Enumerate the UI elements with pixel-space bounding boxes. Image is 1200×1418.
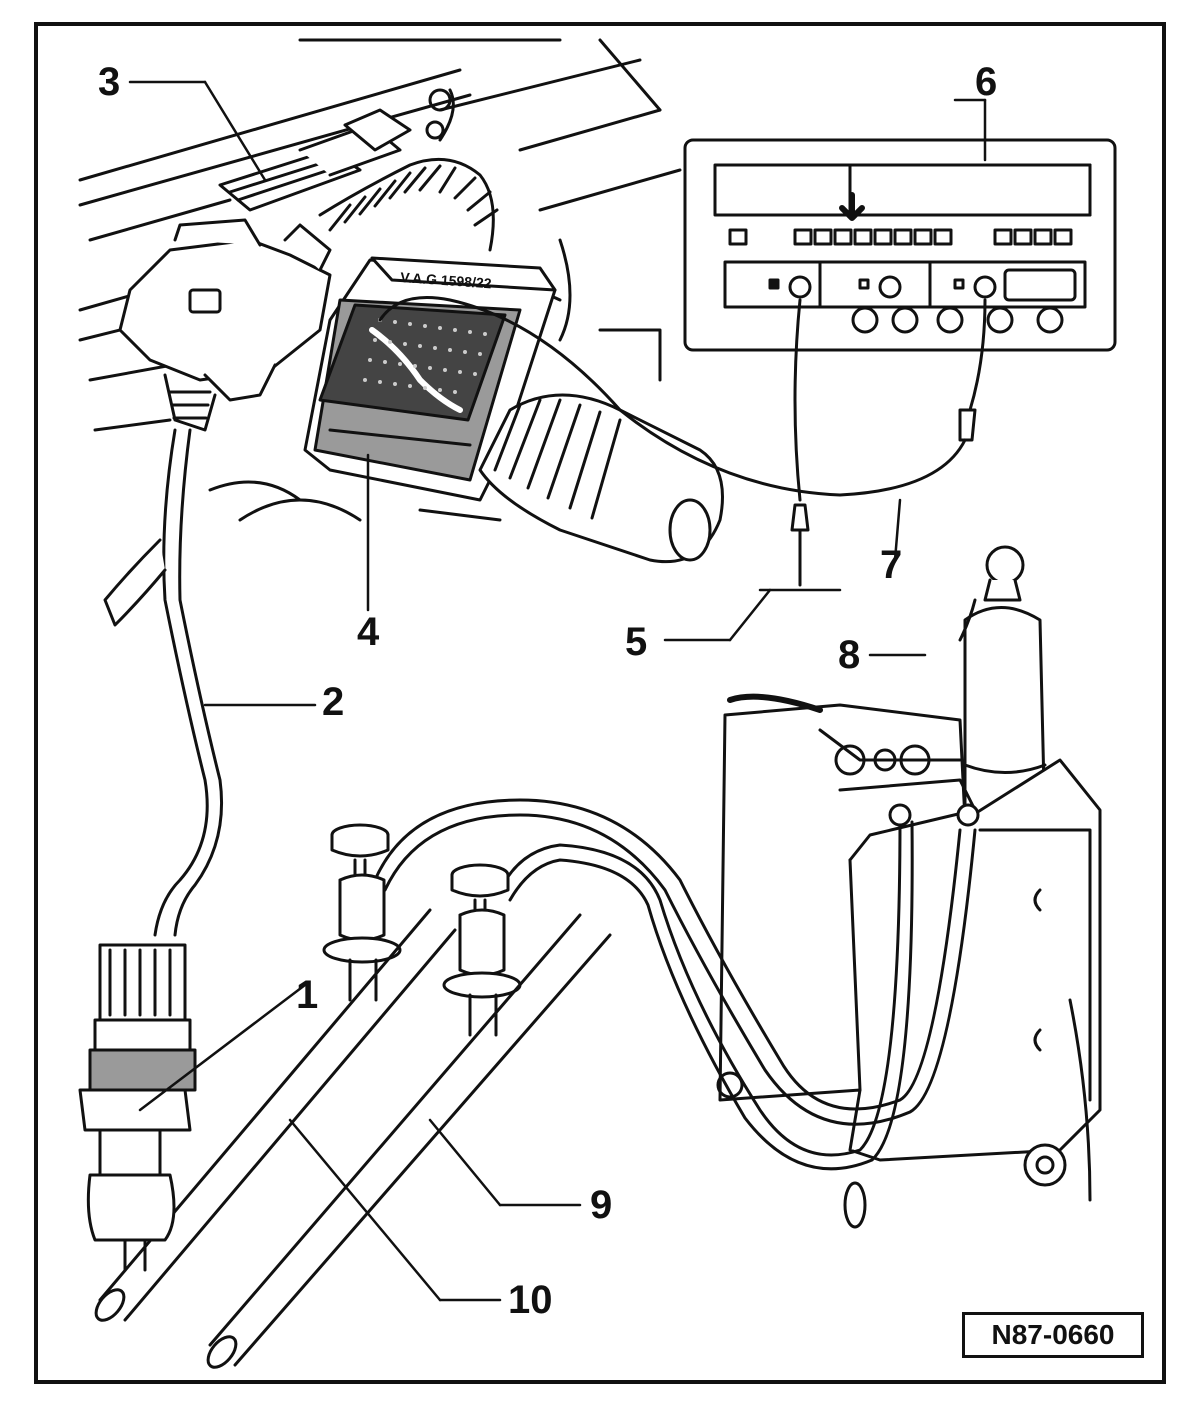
- callout-10: 10: [508, 1278, 553, 1322]
- connecting-cable: [103, 428, 224, 937]
- service-valves: [322, 823, 522, 1037]
- callout-6: 6: [975, 60, 998, 104]
- callout-5: 5: [625, 620, 648, 664]
- corrugated-harness: [318, 88, 499, 252]
- connector-plug: [118, 218, 332, 432]
- callout-8: 8: [838, 633, 861, 677]
- callout-1: 1: [296, 973, 319, 1017]
- tester-keypad: [728, 228, 1073, 246]
- pressure-sender: [78, 943, 197, 1272]
- arrow-down-icon: [839, 192, 865, 221]
- adapter-grille: [363, 318, 487, 394]
- adapter-label: V.A.G 1598/22: [400, 269, 492, 291]
- charging-hoses: [373, 798, 980, 1171]
- callout-9: 9: [590, 1183, 613, 1227]
- air-intake-hose: [478, 393, 724, 564]
- callout-3: 3: [98, 60, 121, 104]
- adapter-box: [303, 256, 557, 502]
- figure-border: [34, 22, 1166, 1384]
- callout-7: 7: [880, 543, 903, 587]
- test-leads: [378, 296, 987, 587]
- figure-reference-code: N87-0660: [962, 1312, 1144, 1358]
- leader-lines: [128, 80, 987, 1302]
- tester-unit: [683, 138, 1117, 352]
- control-unit-connector: [218, 108, 412, 212]
- callout-4: 4: [357, 610, 380, 654]
- callout-2: 2: [322, 680, 345, 724]
